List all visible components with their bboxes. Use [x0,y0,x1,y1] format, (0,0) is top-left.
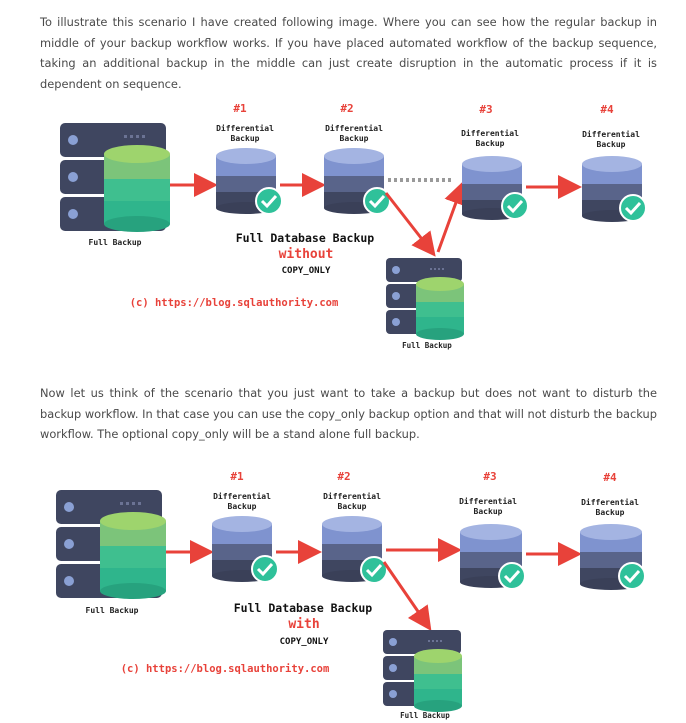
diff-label-2: #2 [337,470,350,483]
diff1-title-line1: Differential [213,491,271,501]
check-icon-1 [251,555,279,583]
diff3-title-line1: Differential [459,496,517,506]
diff1-title-line2: Backup [228,502,257,511]
diff-label-1: #1 [230,470,244,483]
diff1-title-line2: Backup [231,134,260,143]
diff4-title-line2: Backup [596,508,625,517]
diff1-title-line1: Differential [216,123,274,133]
diff-label-3: #3 [483,470,496,483]
diagram-title: Full Database Backup [234,601,373,615]
check-icon-3 [501,192,529,220]
diff4-title-line2: Backup [597,140,626,149]
copy-only-full-backup-server-icon [383,630,462,712]
diagram-title: Full Database Backup [236,231,375,245]
full-backup-label: Full Backup [86,606,139,615]
diff-label-2: #2 [340,102,353,115]
diff3-title-line2: Backup [474,507,503,516]
diff2-title-line2: Backup [340,134,369,143]
emphasis-word: without [279,247,334,262]
differential-db-icon-1 [212,516,272,582]
second-paragraph: Now let us think of the scenario that yo… [40,386,657,441]
diff-label-4: #4 [600,103,614,116]
copyright-text: (c) https://blog.sqlauthority.com [130,297,339,309]
full-backup-server-icon [56,490,166,599]
extra-full-backup-server-icon [386,258,464,340]
check-icon-4 [619,194,647,222]
emphasis-word: with [288,617,319,632]
diff4-title-line1: Differential [581,497,639,507]
diff2-title-line1: Differential [323,491,381,501]
extra-full-backup-label: Full Backup [402,341,452,350]
diff-label-4: #4 [603,471,617,484]
extra-full-backup-label: Full Backup [400,711,450,720]
diagram-without-copy-only: Full Backup #1 Differential Backup #2 Di… [60,102,647,350]
intro-paragraph: To illustrate this scenario I have creat… [40,15,657,91]
full-backup-label: Full Backup [89,238,142,247]
diff3-title-line1: Differential [461,128,519,138]
check-icon-2 [363,187,391,215]
diff2-title-line2: Backup [338,502,367,511]
diagram-with-copy-only: Full Backup #1 Differential Backup #2 Di… [56,470,646,720]
diff-label-3: #3 [479,103,492,116]
copy-only-option: COPY_ONLY [282,266,331,276]
full-backup-server-icon [60,123,170,232]
diff2-title-line1: Differential [325,123,383,133]
check-icon-1 [255,187,283,215]
check-icon-4 [618,562,646,590]
diff4-title-line1: Differential [582,129,640,139]
copy-only-option: COPY_ONLY [280,637,329,647]
diff-label-1: #1 [233,102,247,115]
copyright-text: (c) https://blog.sqlauthority.com [121,663,330,675]
check-icon-2 [360,556,388,584]
diff3-title-line2: Backup [476,139,505,148]
check-icon-3 [498,562,526,590]
